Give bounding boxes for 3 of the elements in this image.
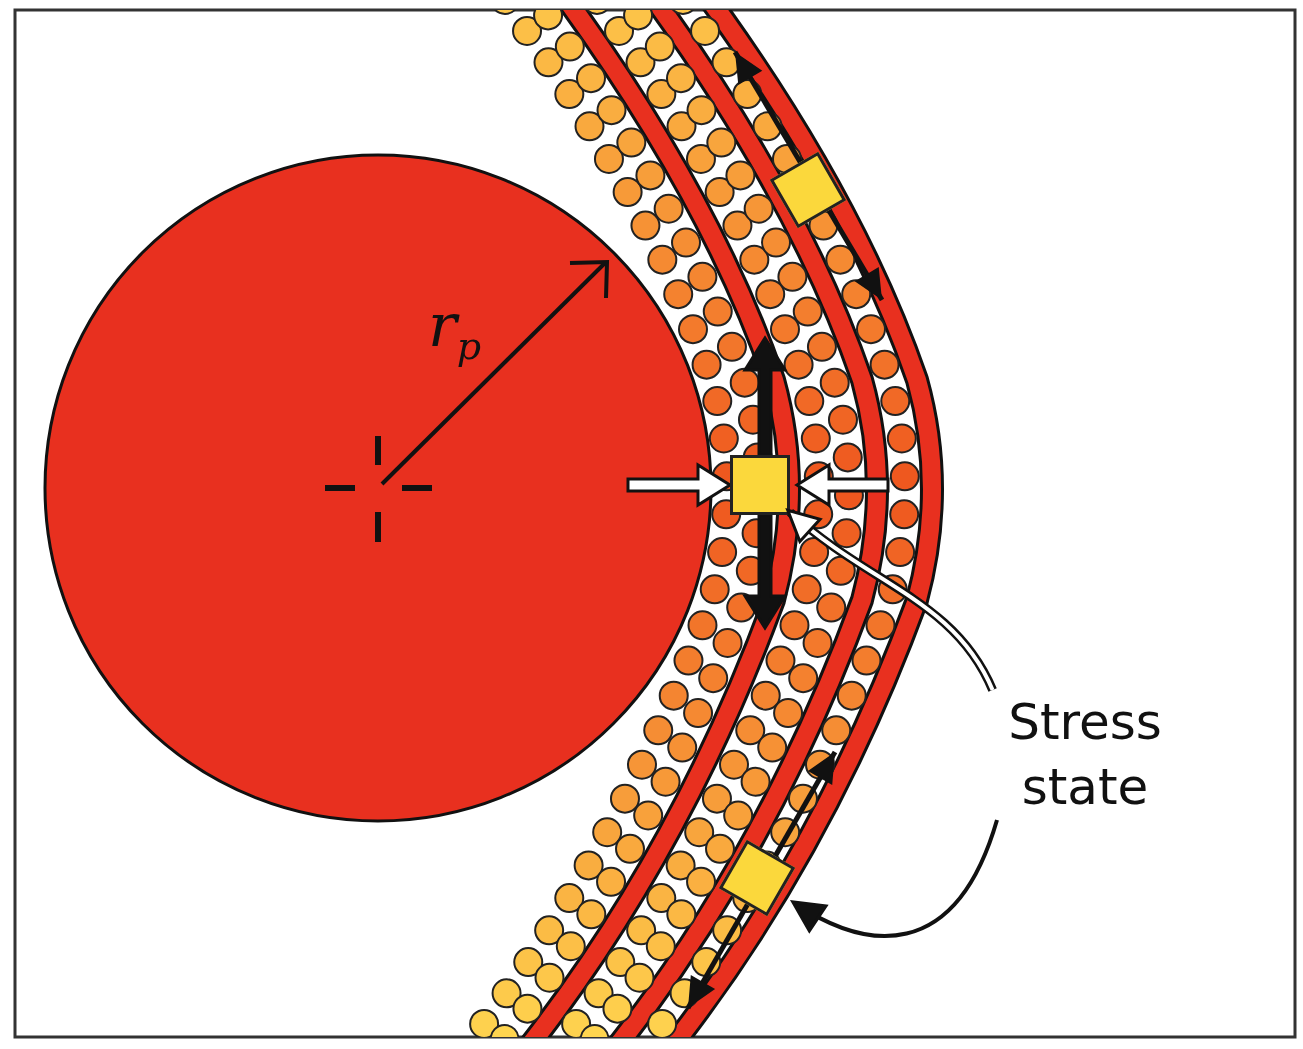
stress-element-square [730,455,790,515]
radius-label: r$_{p}$ [428,290,481,368]
callout-label: Stress state [975,690,1195,820]
